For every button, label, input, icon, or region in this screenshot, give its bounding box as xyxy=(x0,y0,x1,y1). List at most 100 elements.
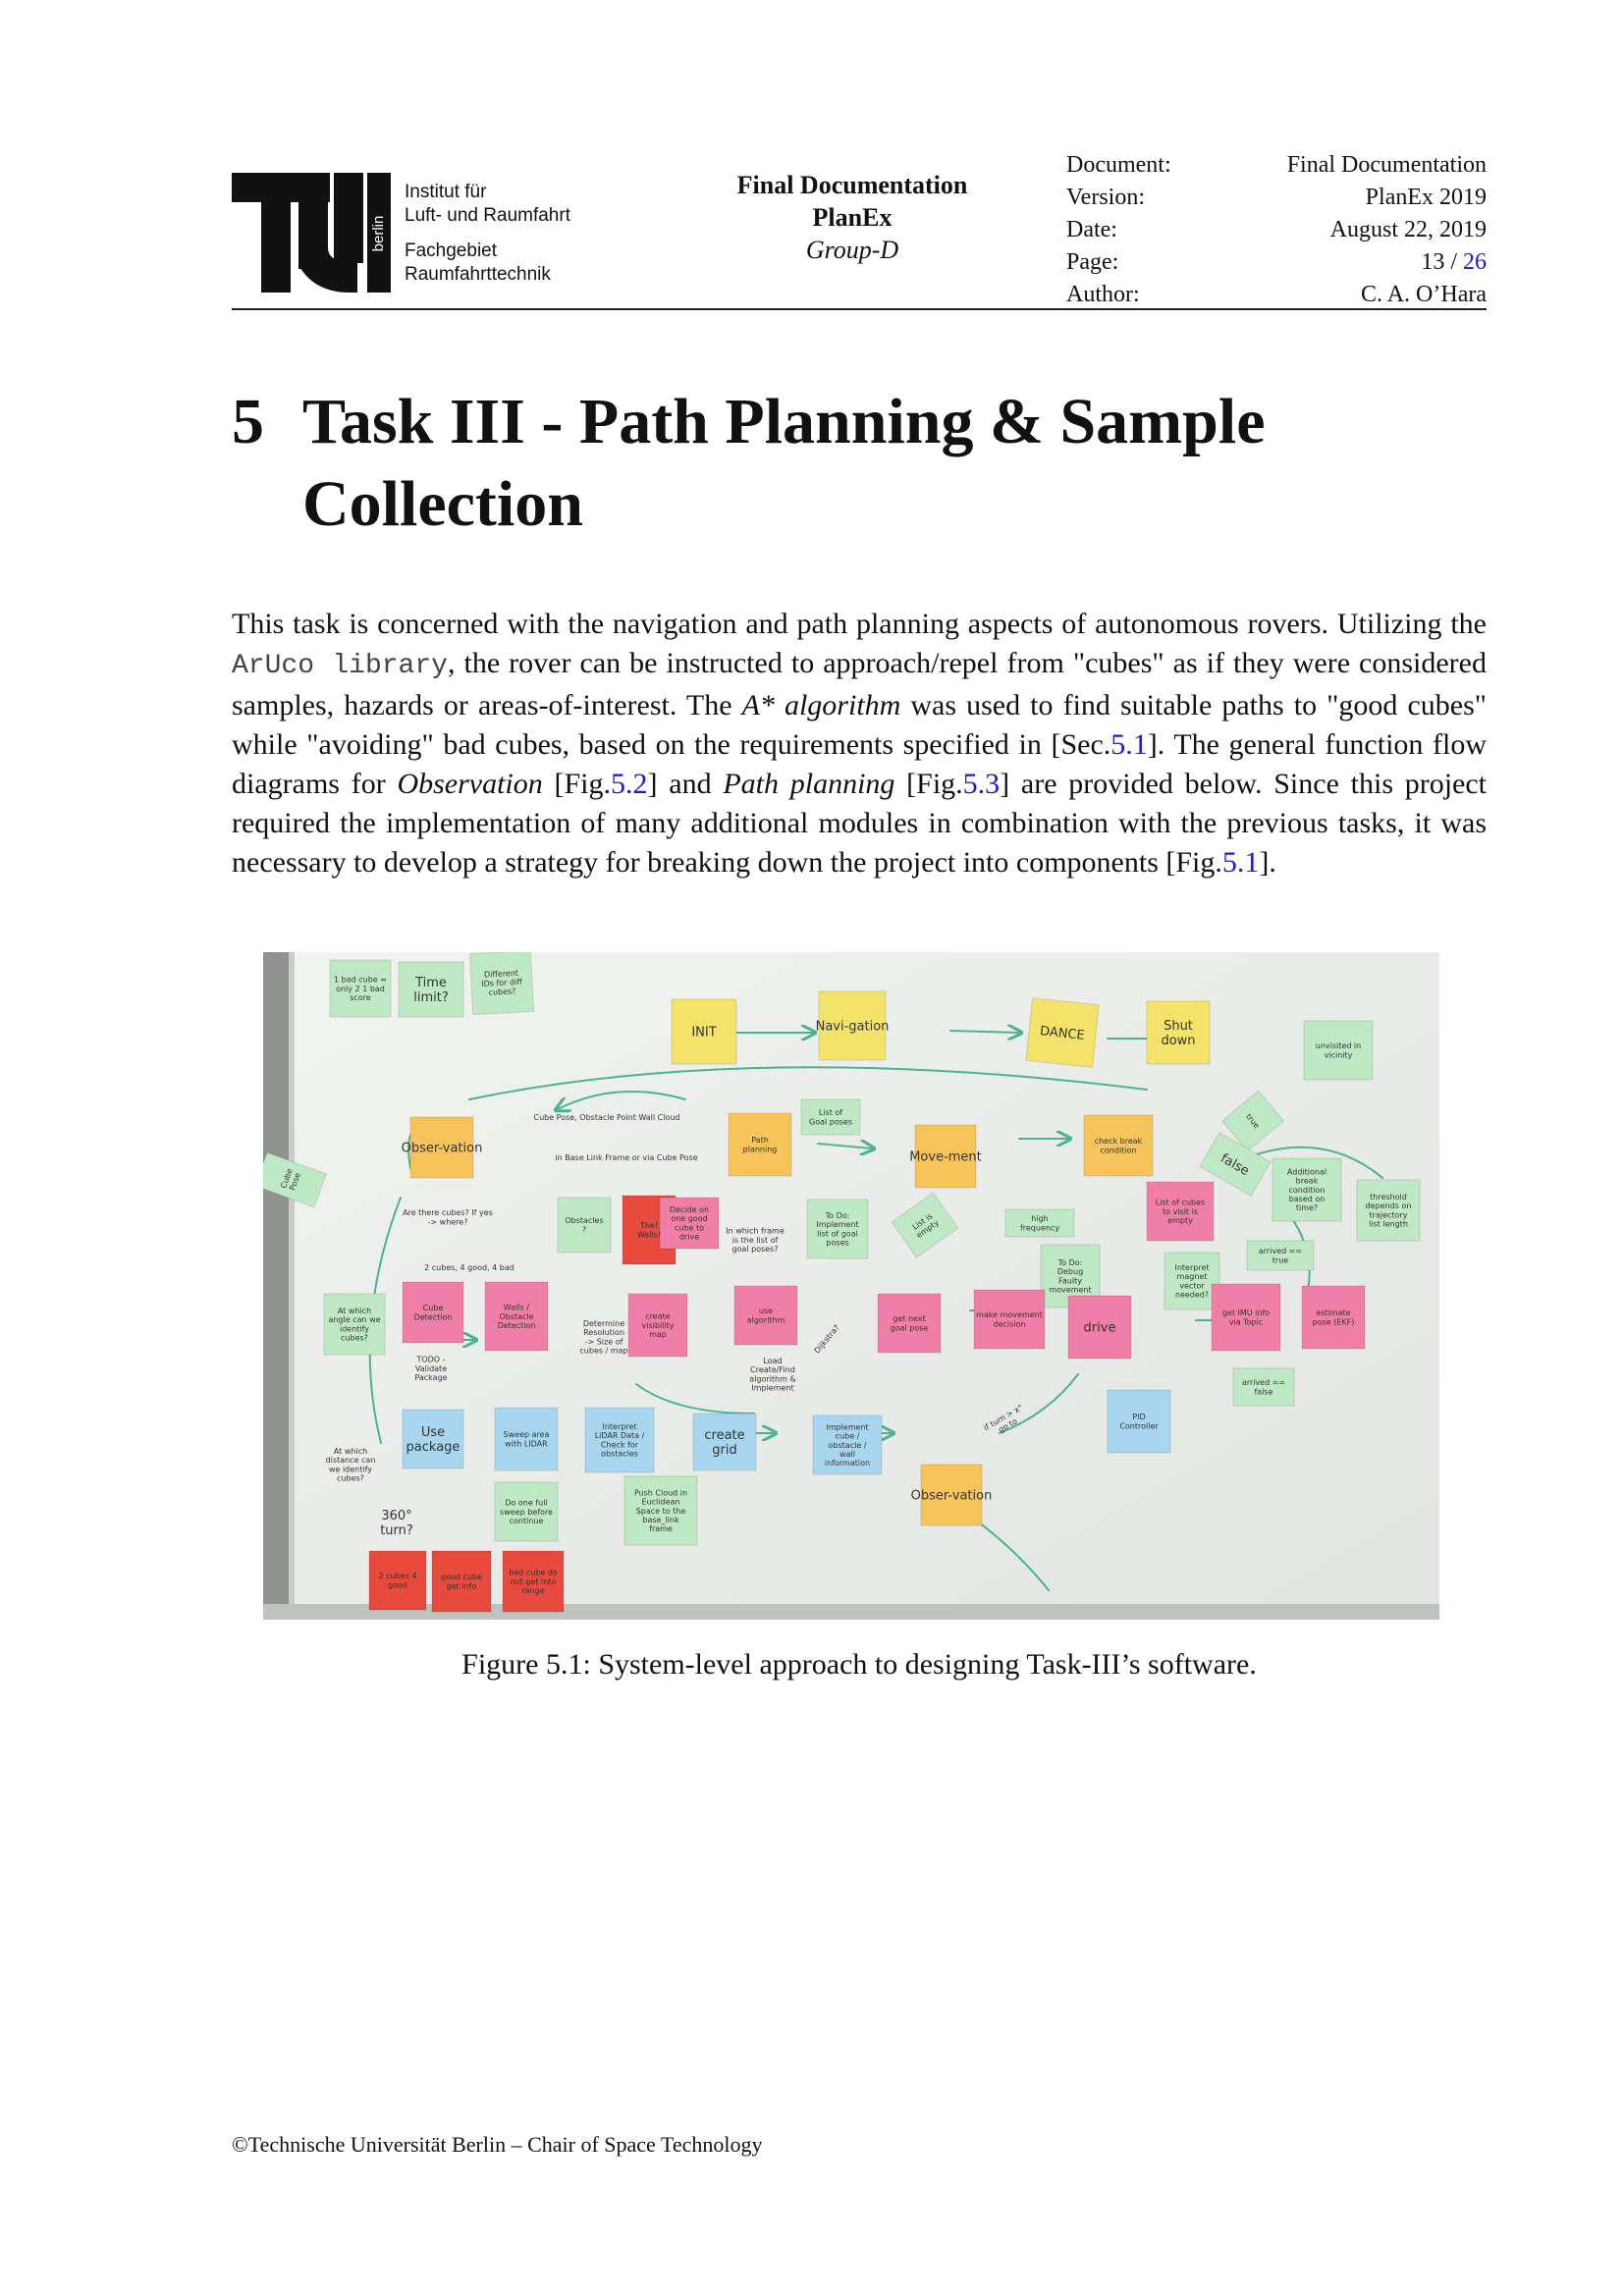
sticky-note-text: Navi-gation xyxy=(816,1020,890,1035)
sticky-note-false: false xyxy=(1199,1131,1272,1198)
sticky-note-observation2: Obser-vation xyxy=(911,1464,993,1526)
meta-page: Page: 13 / 26 xyxy=(1066,249,1487,275)
sticky-note-cube-pose: CubePose xyxy=(263,1151,327,1208)
tu-berlin-logo: berlin xyxy=(232,173,391,293)
ref-figure-5-3[interactable]: 5.3 xyxy=(962,768,1001,800)
sticky-note-text: arrived ==false xyxy=(1242,1378,1285,1396)
sticky-note-text: DifferentIDs for diffcubes? xyxy=(481,969,523,998)
sticky-note-drive: drive xyxy=(1067,1295,1132,1360)
sticky-note-text: Obser-vation xyxy=(911,1489,993,1504)
sticky-note-text: Are there cubes? If yes-> where? xyxy=(403,1208,493,1226)
sticky-note-text: 2 cubes, 4 good, 4 bad xyxy=(424,1263,514,1272)
meta-date: Date: August 22, 2019 xyxy=(1066,217,1487,242)
ref-section-5-1[interactable]: 5.1 xyxy=(1110,728,1148,761)
chapter-number: 5 xyxy=(232,386,264,457)
sticky-note-movement: Move-ment xyxy=(909,1124,982,1189)
meta-version: Version: PlanEx 2019 xyxy=(1066,185,1487,210)
sticky-note-arrived: arrived ==false xyxy=(1232,1367,1295,1407)
sticky-note-are-there: Are there cubes? If yes-> where? xyxy=(403,1208,493,1226)
body-paragraph: This task is concerned with the navigati… xyxy=(232,608,1488,879)
sticky-note-turn: 360°turn? xyxy=(380,1509,413,1538)
page-header: berlin Institut für Luft- und Raumfahrt … xyxy=(232,149,1487,312)
sticky-note-text: Obser-vation xyxy=(402,1142,483,1156)
sticky-note-text: Move-ment xyxy=(909,1150,982,1165)
sticky-note-text: Cube Pose, Obstacle Point Wall Cloud xyxy=(533,1113,679,1122)
figure-caption: Figure 5.1: System-level approach to des… xyxy=(461,1648,1257,1681)
sticky-note-text: DANCE xyxy=(1039,1024,1085,1043)
institute-block: Institut für Luft- und Raumfahrt Fachgeb… xyxy=(405,181,570,287)
ref-figure-5-1[interactable]: 5.1 xyxy=(1221,846,1260,879)
sticky-note-local-empty: List isempty xyxy=(891,1192,959,1258)
sticky-note-dance: DANCE xyxy=(1025,997,1100,1068)
department-line: Raumfahrttechnik xyxy=(405,264,551,285)
page-footer: ©Technische Universität Berlin – Chair o… xyxy=(232,2132,763,2157)
sticky-note-text: drive xyxy=(1084,1321,1116,1336)
sticky-note-observation: Obser-vation xyxy=(402,1116,483,1179)
document-meta: Document: Final Documentation Version: P… xyxy=(1066,149,1487,311)
page-total-link[interactable]: 26 xyxy=(1463,249,1487,275)
sticky-note-text: in Base Link Frame or via Cube Pose xyxy=(555,1153,697,1162)
code-aruco: ArUco library xyxy=(232,651,448,681)
sticky-note-cube-obstacle: Cube Pose, Obstacle Point Wall Cloud xyxy=(533,1113,679,1122)
board-frame-left xyxy=(263,952,289,1620)
ref-figure-5-2[interactable]: 5.2 xyxy=(611,768,648,800)
institute-line: Luft- und Raumfahrt xyxy=(405,205,570,226)
sticky-note-navigation: Navi-gation xyxy=(816,990,890,1061)
sticky-note-text: 360°turn? xyxy=(380,1509,413,1538)
astar-term: A* algorithm xyxy=(741,689,901,721)
sticky-note-text: INIT xyxy=(691,1026,716,1041)
meta-author: Author: C. A. O’Hara xyxy=(1066,282,1487,307)
